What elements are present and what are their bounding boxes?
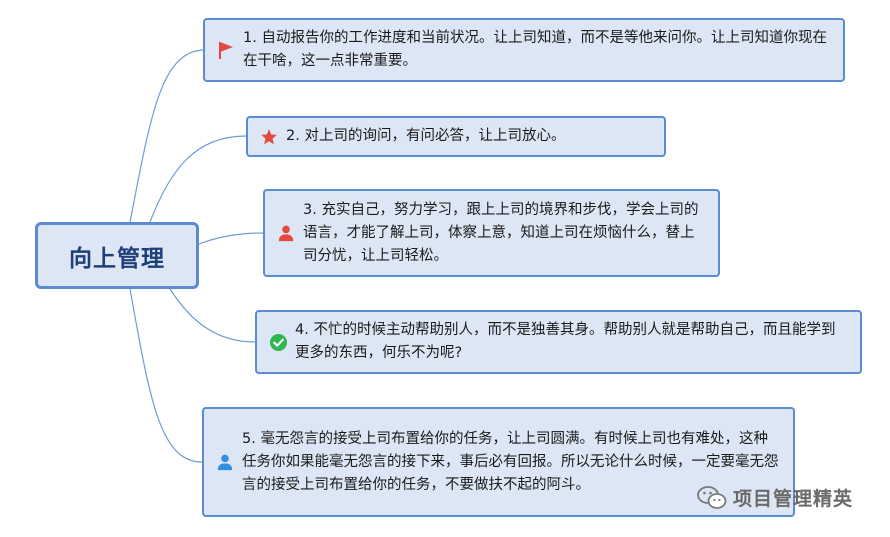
watermark: 项目管理精英 [697, 484, 853, 511]
red-person-icon [275, 222, 297, 244]
branch-node-1[interactable]: 1. 自动报告你的工作进度和当前状况。让上司知道，而不是等他来问你。让上司知道你… [203, 18, 845, 82]
green-check-icon [267, 331, 289, 353]
branch-node-3[interactable]: 3. 充实自己，努力学习，跟上上司的境界和步伐，学会上司的语言，才能了解上司，体… [263, 189, 720, 277]
branch-text-4: 4. 不忙的时候主动帮助别人，而不是独善其身。帮助别人就是帮助自己，而且能学到更… [295, 322, 836, 361]
watermark-label: 项目管理精英 [733, 488, 854, 510]
red-flag-icon [215, 39, 237, 61]
wechat-icon [697, 485, 727, 511]
connector-3 [198, 232, 264, 245]
connector-4 [169, 288, 256, 343]
branch-node-2[interactable]: 2. 对上司的询问，有问必答，让上司放心。 [246, 116, 666, 157]
connector-5 [129, 288, 203, 463]
central-topic[interactable]: 向上管理 [35, 222, 199, 289]
red-star-icon [258, 126, 280, 148]
blue-person-icon [214, 451, 236, 473]
connector-2 [149, 135, 247, 223]
branch-text-5: 5. 毫无怨言的接受上司布置给你的任务，让上司圆满。有时候上司也有难处，这种任务… [242, 430, 779, 493]
central-topic-label: 向上管理 [69, 245, 165, 272]
connector-1 [129, 49, 204, 223]
branch-text-3: 3. 充实自己，努力学习，跟上上司的境界和步伐，学会上司的语言，才能了解上司，体… [303, 201, 699, 264]
branch-node-4[interactable]: 4. 不忙的时候主动帮助别人，而不是独善其身。帮助别人就是帮助自己，而且能学到更… [255, 310, 862, 374]
branch-node-5[interactable]: 5. 毫无怨言的接受上司布置给你的任务，让上司圆满。有时候上司也有难处，这种任务… [202, 407, 795, 517]
branch-text-2: 2. 对上司的询问，有问必答，让上司放心。 [286, 128, 566, 144]
branch-text-1: 1. 自动报告你的工作进度和当前状况。让上司知道，而不是等他来问你。让上司知道你… [243, 30, 827, 69]
